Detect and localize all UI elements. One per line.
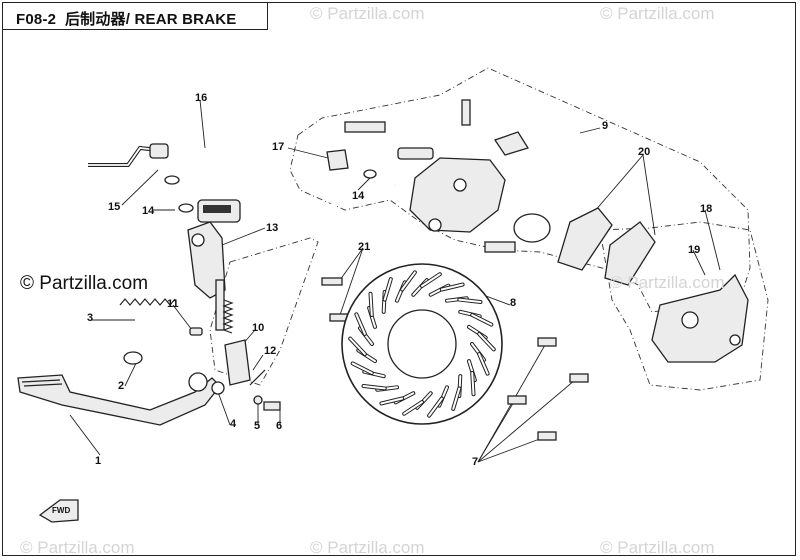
disc-vent-slot (458, 298, 482, 304)
watermark-bottom-right: © Partzilla.com (600, 538, 715, 557)
disc-vent-slot (355, 313, 366, 335)
diagram-name: 后制动器/ REAR BRAKE (64, 11, 237, 28)
callout-5: 5 (254, 420, 261, 432)
brake-caliper (344, 99, 530, 233)
watermark-bottom-left: © Partzilla.com (20, 538, 135, 557)
title-block: F08-2 后制动器/ REAR BRAKE (2, 2, 268, 30)
disc-vent-slot (369, 292, 373, 316)
watermark-bottom-center: © Partzilla.com (310, 538, 425, 557)
callout-11: 11 (167, 298, 179, 310)
leader-lines (69, 99, 721, 463)
piston (513, 213, 551, 243)
disc-vent-slot (452, 387, 461, 410)
disc-vent-slot (471, 372, 475, 396)
disc-bolt-d (537, 431, 557, 441)
nut-5 (253, 395, 263, 405)
diagram-title: F08-2 后制动器/ REAR BRAKE (16, 8, 236, 29)
watermark-mid-right: © Partzilla.com (610, 273, 725, 292)
diagram-code: F08-2 (16, 11, 57, 28)
callout-15: 15 (108, 201, 121, 213)
bolt-17 (326, 149, 349, 171)
disc-vent-slot (383, 278, 392, 301)
washer-2 (123, 351, 143, 365)
callout-7: 7 (472, 456, 479, 468)
callout-13: 13 (266, 222, 279, 234)
disc-vent-slot (349, 337, 366, 356)
disc-vent-slot (428, 397, 443, 417)
callout-4: 4 (230, 418, 237, 430)
master-cylinder (187, 199, 241, 331)
group-outline-pedal (209, 237, 319, 386)
callout-2: 2 (118, 380, 125, 392)
washer-14a (164, 175, 180, 185)
callout-21: 21 (358, 241, 371, 253)
washer-14b (178, 203, 194, 213)
bolt-6 (263, 401, 281, 411)
callout-17: 17 (272, 141, 285, 153)
disc-vent-slot (351, 362, 373, 374)
pin-11 (189, 327, 203, 336)
callout-19: 19 (688, 244, 701, 256)
banjo-fitting (149, 143, 169, 159)
disc-vent-slot (380, 397, 404, 405)
group-outline-caliper (289, 67, 751, 313)
cotter-pin-12 (249, 369, 266, 386)
callout-18: 18 (700, 203, 713, 215)
callout-14-upper: 14 (352, 190, 365, 202)
fwd-label: FWD (52, 506, 71, 515)
watermark-top-center: © Partzilla.com (310, 4, 425, 23)
bushing-4 (211, 381, 225, 395)
disc-vent-slot (403, 401, 423, 415)
slide-pin (484, 241, 516, 253)
disc-vent-slot (440, 283, 464, 291)
washer-14c (363, 169, 377, 179)
callout-3: 3 (87, 312, 94, 324)
brake-pad-b (604, 221, 656, 286)
callout-16: 16 (195, 92, 208, 104)
callout-8: 8 (510, 297, 517, 309)
disc-vent-slot (401, 271, 416, 291)
bolt-21a (321, 277, 343, 286)
callout-6: 6 (276, 420, 283, 432)
watermark-top-right: © Partzilla.com (600, 4, 715, 23)
group-outline-bracket (599, 221, 769, 391)
brake-pad-a (557, 207, 613, 271)
return-spring-10 (222, 299, 234, 334)
disc-bolt-a (537, 337, 557, 347)
callout-14-lower: 14 (142, 205, 155, 217)
forward-direction-badge (38, 499, 79, 523)
disc-vent-slot (362, 384, 386, 390)
caliper-bracket (651, 273, 749, 363)
disc-vent-slot (421, 273, 441, 287)
watermark-main: © Partzilla.com (20, 273, 149, 294)
callout-12: 12 (264, 345, 277, 357)
callout-1: 1 (95, 455, 102, 467)
brake-disc (341, 263, 503, 425)
clevis (224, 339, 251, 386)
callout-20: 20 (638, 146, 651, 158)
pedal-spring-3 (119, 298, 176, 306)
callout-10: 10 (252, 322, 265, 334)
disc-bolt-b (569, 373, 589, 383)
callout-9: 9 (602, 120, 609, 132)
disc-vent-slot (478, 353, 489, 375)
disc-vent-slot (478, 332, 495, 351)
disc-vent-slot (471, 314, 493, 326)
disc-bolt-c (507, 395, 527, 405)
